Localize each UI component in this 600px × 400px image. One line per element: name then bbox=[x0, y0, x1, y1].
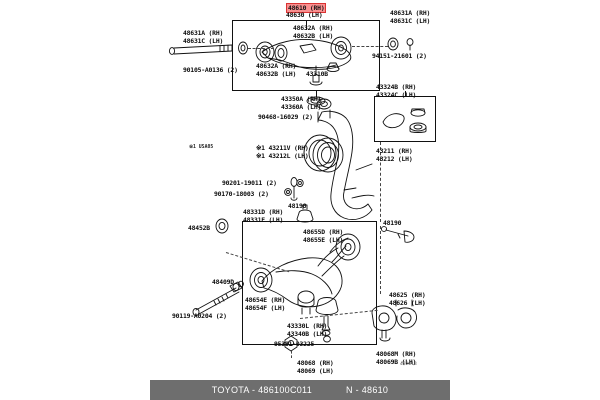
part-number-label: 90105-A0136 (2) bbox=[183, 66, 238, 74]
part-number-label: 90468-16029 (2) bbox=[258, 113, 313, 121]
part-number-label: 48632A (RH) bbox=[293, 24, 334, 32]
part-number-label: 48190 bbox=[383, 219, 402, 227]
part-number-label: 48331E (LH) bbox=[243, 216, 284, 224]
part-number-label: 48626 (LH) bbox=[389, 299, 426, 307]
part-number-label: 48655D (RH) bbox=[303, 228, 344, 236]
frame-lower-arm-group bbox=[242, 221, 377, 345]
part-number-label: 48069B (LH) bbox=[376, 358, 417, 366]
part-number-label: 43350A (RH) bbox=[281, 95, 322, 103]
part-number-label: 48069 (LH) bbox=[297, 367, 334, 375]
leader-dash-48068-stem bbox=[291, 351, 292, 358]
part-number-label: 48068M (RH) bbox=[376, 350, 417, 358]
part-number-label: 48198 bbox=[288, 202, 307, 210]
part-number-label: 90119-A0204 (2) bbox=[172, 312, 227, 320]
leader-dash-right-bolt bbox=[352, 46, 388, 47]
frame-repair-kit-group bbox=[374, 96, 436, 142]
leader-line-kit-stem bbox=[405, 91, 406, 96]
part-number-label: 43330L (RH) bbox=[287, 322, 328, 330]
part-number-label: 90170-18003 (2) bbox=[214, 190, 269, 198]
part-number-label: 94151-21601 (2) bbox=[372, 52, 427, 60]
part-number-label: 48631C (LH) bbox=[183, 37, 224, 45]
part-number-label: 43310B bbox=[306, 70, 328, 78]
part-number-label: 43360A (LH) bbox=[281, 103, 322, 111]
part-number-label: 48632A (RH) bbox=[256, 62, 297, 70]
leader-dash-lower-right-column bbox=[380, 226, 381, 294]
diagram-watermark: 48201B bbox=[400, 362, 417, 367]
part-number-label: 48632B (LH) bbox=[256, 70, 297, 78]
part-number-label: 48630 (LH) bbox=[286, 11, 323, 19]
footer-brand-part: TOYOTA - 486100C011 bbox=[211, 385, 313, 395]
part-number-label: 43324C (LH) bbox=[376, 91, 417, 99]
part-number-label: 48409D bbox=[212, 278, 234, 286]
highlighted-part-number: 48610 (RH) bbox=[286, 3, 327, 13]
part-number-label: 48610 (RH) bbox=[286, 3, 327, 13]
part-number-label: 48452B bbox=[188, 224, 210, 232]
part-number-label: 48631A (RH) bbox=[183, 29, 224, 37]
leader-line-highlight-stem bbox=[306, 20, 307, 30]
part-number-label: ※1 43211V (RH) bbox=[256, 144, 309, 152]
leader-dash-knuckle-column bbox=[380, 142, 381, 222]
part-number-label: 48631A (RH) bbox=[390, 9, 431, 17]
footer-catalog-ref: N - 48610 bbox=[346, 385, 389, 395]
part-number-label: 43324B (RH) bbox=[376, 83, 417, 91]
part-number-label: 48631C (LH) bbox=[390, 17, 431, 25]
footer-bar: TOYOTA - 486100C011 N - 48610 bbox=[150, 380, 450, 400]
part-number-label: 95381-03225 bbox=[274, 340, 315, 348]
part-number-label: 48654F (LH) bbox=[245, 304, 286, 312]
part-number-label: 48655E (LH) bbox=[303, 236, 344, 244]
part-number-label: 43211 (RH) bbox=[376, 147, 413, 155]
part-number-label: 43212 (LH) bbox=[376, 155, 413, 163]
usa-spec-note: ※1 USA05 bbox=[189, 145, 214, 150]
leader-dash-left-bolt bbox=[248, 48, 274, 49]
part-number-label: 48068 (RH) bbox=[297, 359, 334, 367]
part-number-label: 48331D (RH) bbox=[243, 208, 284, 216]
part-number-label: 43340B (LH) bbox=[287, 330, 328, 338]
part-number-label: 48632B (LH) bbox=[293, 32, 334, 40]
part-number-label: ※1 43212L (LH) bbox=[256, 152, 309, 160]
part-number-label: 48625 (RH) bbox=[389, 291, 426, 299]
part-number-label: 90201-19011 (2) bbox=[222, 179, 277, 187]
leader-line-43310b-stem bbox=[316, 91, 317, 97]
part-number-label: 48654E (RH) bbox=[245, 296, 286, 304]
